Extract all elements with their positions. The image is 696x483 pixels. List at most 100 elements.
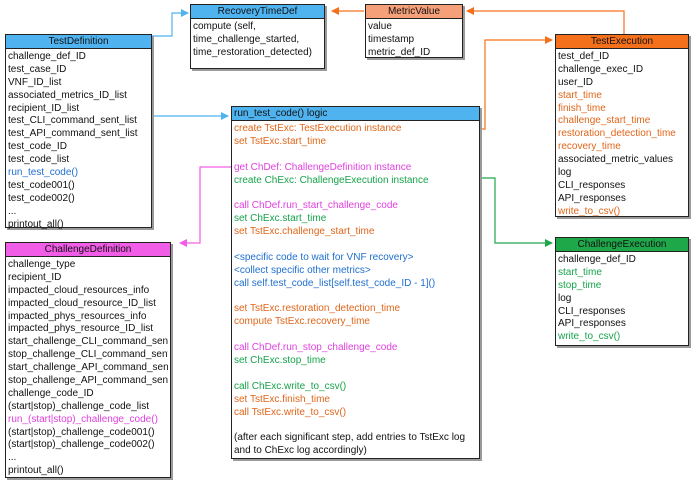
test-execution-row: start_time [558, 89, 602, 101]
run-test-code-logic-row: call ChDef.run_stop_challenge_code [234, 342, 398, 354]
run-test-code-logic-row: set TstExc.challenge_start_time [234, 226, 375, 238]
recovery-time-def-row: compute (self, [193, 21, 256, 32]
run-test-code-logic-row [234, 149, 477, 162]
challenge-definition-row: challenge_type [8, 259, 76, 270]
challenge-definition-row: stop_challenge_CLI_command_sent [8, 349, 168, 361]
test-definition-row: test_code_list [8, 154, 70, 166]
run-test-code-logic-row [234, 329, 477, 342]
test-execution-row: write_to_csv() [558, 205, 621, 217]
challenge-definition-row: impacted_phys_resource_ID_list [8, 323, 154, 335]
challenge-definition-row: challenge_code_ID [8, 387, 94, 399]
run-test-code-logic-row: <specific code to wait for VNF recovery> [234, 251, 414, 263]
challenge-execution-row: write_to_csv() [558, 331, 621, 343]
test-definition-row: test_case_ID [8, 63, 67, 75]
test-definition-row: test_code_ID [8, 141, 67, 153]
test-definition-row: associated_metrics_ID_list [8, 89, 127, 101]
challenge-definition-row: printout_all() [8, 465, 64, 477]
arrow-testexecution-to-metricvalue [466, 7, 625, 34]
test-execution-row: associated_metric_values [558, 154, 674, 166]
run-test-code-logic-row [234, 291, 477, 304]
challenge-definition-row: start_challenge_CLI_command_sent [8, 336, 168, 348]
test-definition-row: test_API_command_sent_list [8, 128, 138, 140]
run-test-code-logic-row: call TstExc.write_to_csv() [234, 406, 347, 418]
test-execution-row: challenge_exec_ID [558, 63, 644, 75]
test-execution-row: test_def_ID [558, 51, 610, 62]
test-definition-row: test_code001() [8, 179, 75, 191]
test-execution-row: log [558, 167, 572, 179]
challenge-definition-row: (start|stop)_challenge_code002() [8, 439, 155, 451]
run-test-code-logic-row: compute TstExc.recovery_time [234, 316, 370, 328]
run-test-code-logic-row [234, 419, 477, 432]
test-execution-row: restoration_detection_time [558, 128, 676, 140]
challenge-execution-title: ChallengeExecution [556, 238, 688, 252]
run-test-code-logic-row: (after each significant step, add entrie… [234, 432, 466, 444]
run-test-code-logic-row [234, 187, 477, 200]
run-test-code-logic-row: call ChDef.run_start_challenge_code [234, 200, 398, 212]
test-execution-row: CLI_responses [558, 179, 626, 191]
run-test-code-logic-rows: create TstExc: TestExecution instance set… [232, 121, 479, 458]
run-test-code-logic-title: run_test_code() logic [232, 107, 479, 121]
challenge-definition-row: run_(start|stop)_challenge_code() [8, 413, 158, 425]
recovery-time-def-row: time_challenge_started, [193, 33, 300, 45]
challenge-definition-row: impacted_phys_resources_info [8, 310, 147, 322]
challenge-definition-row: start_challenge_API_command_sent [8, 362, 168, 374]
challenge-definition-row: stop_challenge_API_command_sent [8, 375, 168, 387]
test-execution-row: recovery_time [558, 141, 621, 153]
run-test-code-logic-row: get ChDef: ChallengeDefinition instance [234, 161, 412, 173]
challenge-execution-row: stop_time [558, 279, 602, 291]
challenge-definition-row: impacted_cloud_resource_ID_list [8, 297, 156, 309]
run-test-code-logic-row: and to ChExc log accordingly) [234, 445, 367, 457]
challenge-definition-row: (start|stop)_challenge_code_list [8, 400, 150, 412]
recovery-time-def-title: RecoveryTimeDef [191, 5, 324, 19]
test-definition-row: test_code002() [8, 192, 75, 204]
test-definition-row: test_CLI_command_sent_list [8, 115, 137, 127]
arrow-testdef-to-recoverytimedef [152, 9, 189, 37]
challenge-execution-row: API_responses [558, 318, 626, 330]
challenge-execution-row: start_time [558, 266, 602, 278]
test-execution-title: TestExecution [556, 35, 688, 49]
challenge-execution-row: challenge_def_ID [558, 254, 636, 265]
test-definition-row: recipient_ID_list [8, 102, 80, 114]
run-test-code-logic-row: call ChExc.write_to_csv() [234, 380, 347, 392]
test-definition-row: printout_all() [8, 218, 64, 230]
challenge-definition-row: (start|stop)_challenge_code001() [8, 426, 155, 438]
run-test-code-logic-box: run_test_code() logic create TstExc: Tes… [231, 106, 480, 459]
metric-value-title: MetricValue [366, 5, 462, 19]
test-execution-row: API_responses [558, 192, 626, 204]
challenge-definition-row: impacted_cloud_resources_info [8, 284, 150, 296]
run-test-code-logic-row: call self.test_code_list[self.test_code_… [234, 277, 436, 289]
run-test-code-logic-row: set ChExc.start_time [234, 213, 327, 225]
recovery-time-def-rows: compute (self,time_challenge_started,tim… [191, 19, 324, 60]
challenge-execution-row: log [558, 292, 572, 304]
challenge-definition-row: ... [8, 452, 17, 464]
run-test-code-logic-row: create TstExc: TestExecution instance [234, 123, 402, 134]
recovery-time-def-row: time_restoration_detected) [193, 46, 312, 58]
challenge-definition-title: ChallengeDefinition [6, 243, 170, 257]
metric-value-row: metric_def_ID [368, 46, 431, 58]
test-definition-row: challenge_def_ID [8, 51, 86, 62]
run-test-code-logic-row: set TstExc.finish_time [234, 393, 330, 405]
challenge-execution-row: CLI_responses [558, 305, 626, 317]
run-test-code-logic-row: set ChExc.stop_time [234, 355, 326, 367]
run-test-code-logic-row: <collect specific other metrics> [234, 264, 371, 276]
test-definition-title: TestDefinition [6, 35, 151, 49]
metric-value-row: timestamp [368, 33, 415, 45]
arrow-logic-to-challengedefinition [179, 166, 232, 247]
run-test-code-logic-row: create ChExc: ChallengeExecution instanc… [234, 174, 429, 186]
run-test-code-logic-row [234, 368, 477, 381]
test-definition-row: VNF_ID_list [8, 76, 62, 88]
test-definition-row: ... [8, 205, 17, 217]
test-execution-row: finish_time [558, 102, 606, 114]
recovery-time-def-box: RecoveryTimeDef compute (self,time_chall… [190, 4, 325, 69]
run-test-code-logic-row [234, 239, 477, 252]
test-execution-row: challenge_start_time [558, 115, 651, 127]
